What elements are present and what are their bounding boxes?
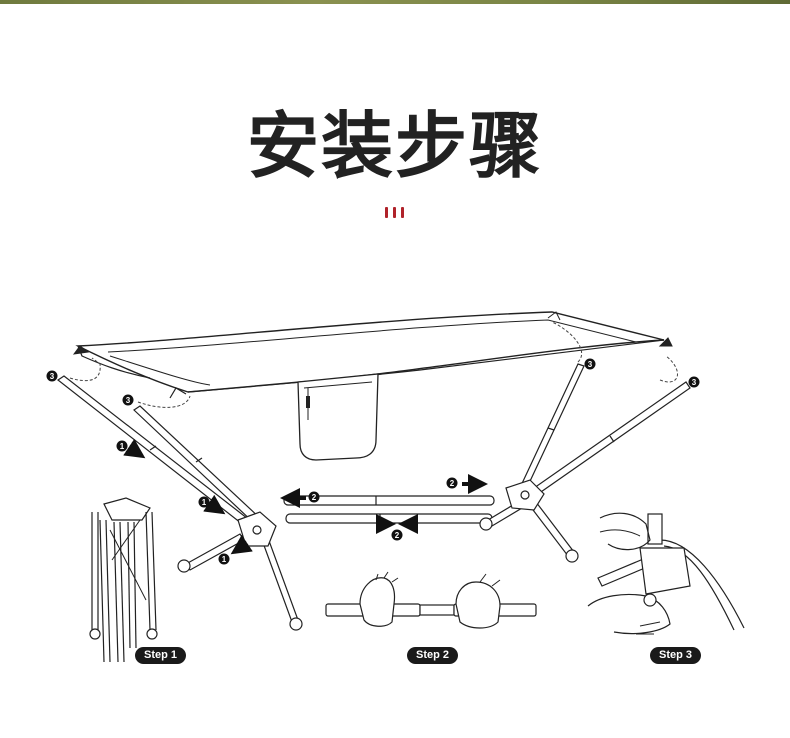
callout-2-left: 2 [308, 491, 320, 503]
step1-folded-frame [89, 497, 158, 663]
insertion-guides [69, 321, 678, 408]
hammock-bed [72, 311, 673, 399]
step1-badge: Step 1 [135, 647, 187, 664]
callout-3-left-outer: 3 [46, 370, 58, 382]
step3-badge: Step 3 [650, 647, 702, 664]
callout-markers: 3 3 1 1 1 2 2 2 3 3 [46, 358, 700, 565]
svg-text:3: 3 [50, 372, 55, 381]
step3-corner-insert [587, 512, 745, 635]
svg-text:3: 3 [126, 396, 131, 405]
hammock-pocket [297, 373, 379, 461]
right-leg-feet [479, 517, 579, 563]
left-frame-tubes [56, 375, 299, 623]
accent-mark [392, 207, 396, 218]
right-connector-hub [505, 479, 545, 511]
svg-text:3: 3 [692, 378, 697, 387]
callout-1-lower: 1 [218, 553, 230, 565]
svg-text:1: 1 [222, 555, 227, 564]
svg-text:2: 2 [450, 479, 455, 488]
callout-2-center: 2 [391, 529, 403, 541]
callout-2-right: 2 [446, 477, 458, 489]
callout-3-left-inner: 3 [122, 394, 134, 406]
svg-text:2: 2 [395, 531, 400, 540]
page-title: 安装步骤 [246, 104, 543, 188]
top-photo-strip [0, 0, 790, 4]
step2-badge: Step 2 [407, 647, 459, 664]
accent-mark [384, 207, 388, 218]
callout-1-upper: 1 [116, 440, 128, 452]
title-accent-marks [381, 207, 407, 219]
direction-arrows [123, 438, 488, 555]
callout-1-middle: 1 [198, 496, 210, 508]
callout-3-right-upper: 3 [584, 358, 596, 370]
svg-text:2: 2 [312, 493, 317, 502]
right-frame-tubes [487, 363, 691, 557]
svg-text:1: 1 [202, 498, 207, 507]
accent-mark [400, 207, 404, 218]
callout-3-right-outer: 3 [688, 376, 700, 388]
svg-text:1: 1 [120, 442, 125, 451]
left-leg-feet [177, 559, 303, 631]
svg-text:3: 3 [588, 360, 593, 369]
step2-joining-poles [325, 571, 537, 629]
